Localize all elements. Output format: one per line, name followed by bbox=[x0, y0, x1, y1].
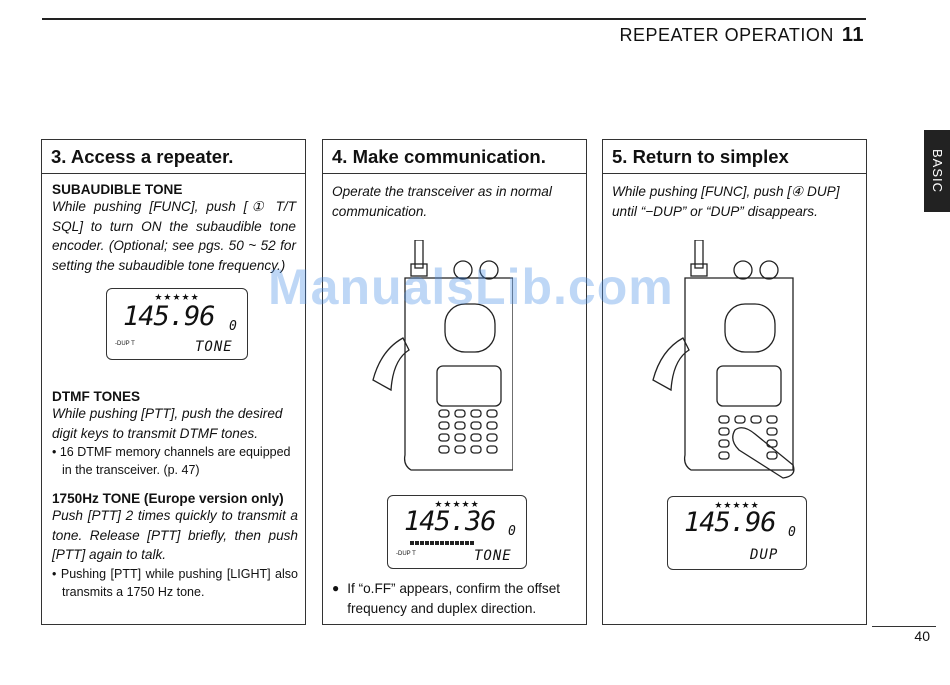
offset-note: ● If “o.FF” appears, confirm the offset … bbox=[332, 579, 582, 618]
page-number: 40 bbox=[914, 628, 930, 644]
transceiver-in-hand-illustration bbox=[372, 240, 513, 471]
lcd-stars: ★★★★★ bbox=[154, 292, 200, 302]
column-title: 5. Return to simplex bbox=[603, 140, 866, 174]
bottom-rule bbox=[872, 626, 936, 627]
tone1750-text: Push [PTT] 2 times quickly to transmit a… bbox=[52, 508, 298, 562]
lcd-dup: -DUP T bbox=[396, 551, 416, 557]
header-title: REPEATER OPERATION bbox=[619, 25, 834, 45]
section-tab: BASIC bbox=[924, 130, 950, 212]
lcd-mode: DUP bbox=[750, 547, 779, 563]
tone1750-heading: 1750Hz TONE (Europe version only) bbox=[52, 491, 284, 506]
lcd-channel: 0 bbox=[229, 319, 237, 334]
lcd-display: ★★★★★ 145.36 0 -DUP T TONE bbox=[387, 495, 527, 569]
tone1750-bullet: • Pushing [PTT] while pushing [LIGHT] al… bbox=[52, 566, 298, 599]
top-rule bbox=[42, 18, 866, 20]
lcd-dup: -DUP T bbox=[115, 341, 135, 347]
transceiver-in-hand-illustration bbox=[652, 240, 795, 479]
dtmf-bullet: • 16 DTMF memory channels are equipped i… bbox=[52, 445, 291, 477]
subaudible-text: While pushing [FUNC], push [① T/T SQL] t… bbox=[52, 199, 296, 273]
column-access-repeater: 3. Access a repeater. SUBAUDIBLE TONE Wh… bbox=[41, 139, 306, 625]
dtmf-text: While pushing [PTT], push the desired di… bbox=[52, 406, 283, 441]
lcd-mode: TONE bbox=[474, 548, 512, 564]
page-header: REPEATER OPERATION 11 bbox=[619, 24, 864, 47]
lcd-frequency: 145.96 bbox=[684, 507, 777, 538]
lcd-stars: ★★★★★ bbox=[434, 499, 480, 509]
lcd-channel: 0 bbox=[788, 525, 796, 540]
column-title: 4. Make communication. bbox=[323, 140, 586, 174]
dtmf-heading: DTMF TONES bbox=[52, 389, 141, 404]
note-bullet-icon: ● bbox=[332, 581, 340, 595]
signal-meter bbox=[410, 541, 474, 545]
lcd-display: ★★★★★ 145.96 0 DUP bbox=[667, 496, 807, 570]
subaudible-heading: SUBAUDIBLE TONE bbox=[52, 182, 183, 197]
note-text: If “o.FF” appears, confirm the offset fr… bbox=[347, 581, 561, 616]
lcd-frequency: 145.36 bbox=[404, 506, 497, 537]
column-return-simplex: 5. Return to simplex While pushing [FUNC… bbox=[602, 139, 867, 625]
simplex-text: While pushing [FUNC], push [④ DUP] until… bbox=[612, 184, 840, 219]
lcd-channel: 0 bbox=[508, 524, 516, 539]
lcd-frequency: 145.96 bbox=[123, 301, 216, 332]
watermark: ManualsLib.com bbox=[268, 259, 674, 315]
lcd-display: ★★★★★ 145.96 0 -DUP T TONE bbox=[106, 288, 248, 360]
column-make-communication: 4. Make communication. Operate the trans… bbox=[322, 139, 587, 625]
communication-text: Operate the transceiver as in normal com… bbox=[332, 184, 552, 219]
lcd-mode: TONE bbox=[195, 339, 233, 355]
column-title: 3. Access a repeater. bbox=[42, 140, 305, 174]
lcd-stars: ★★★★★ bbox=[714, 500, 760, 510]
chapter-number: 11 bbox=[841, 24, 864, 46]
